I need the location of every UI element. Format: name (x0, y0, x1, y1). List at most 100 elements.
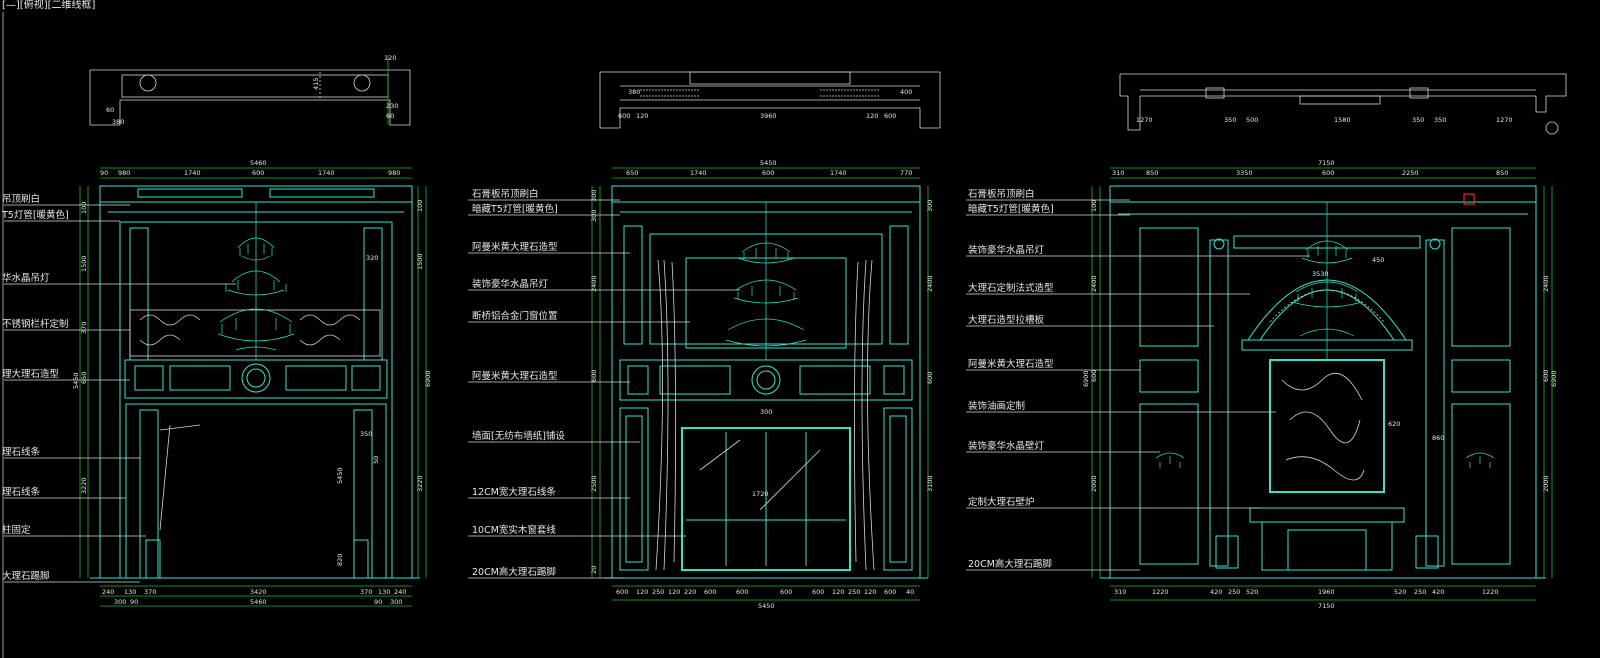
svg-text:2500: 2500 (590, 475, 598, 492)
svg-text:100: 100 (1090, 200, 1098, 212)
plan-view-a (89, 55, 411, 126)
side-dims-c: 100 2400 600 2000 6900 2400 600 2000 690… (1082, 186, 1558, 578)
label-a-7: 理石线条 (2, 486, 41, 498)
viewport-label[interactable]: [—][俯视][二维线框] (2, 0, 96, 11)
svg-text:2250: 2250 (1402, 169, 1419, 177)
svg-text:420: 420 (1210, 588, 1222, 596)
elevation-c[interactable]: 1270 350 500 1580 350 350 1270 7150 310 … (966, 73, 1567, 610)
label-b-5: 断桥铝合金门窗位置 (472, 310, 558, 322)
svg-text:600: 600 (812, 588, 824, 596)
label-b-6: 阿曼米黄大理石造型 (472, 370, 558, 382)
svg-text:3100: 3100 (926, 475, 934, 492)
bottom-dims-a: 240 130 370 3420 370 130 240 300 90 90 3… (100, 585, 412, 607)
svg-text:600: 600 (1322, 169, 1334, 177)
plan-dim-a-2: 380 (112, 118, 124, 126)
svg-text:350: 350 (1412, 116, 1424, 124)
svg-text:370: 370 (360, 588, 372, 596)
svg-text:520: 520 (1394, 588, 1406, 596)
label-c-5: 大理石造型拉槽板 (968, 314, 1045, 326)
svg-text:300: 300 (390, 598, 402, 606)
annotations-a: 吊顶刷白 T5灯管[暖黄色] 华水晶吊灯 不锈钢栏杆定制 理大理石造型 理石线条… (1, 193, 236, 583)
svg-text:5450: 5450 (758, 602, 775, 610)
plan-dims-c: 1270 350 500 1580 350 350 1270 (1136, 116, 1513, 124)
label-c-1: 石膏板吊顶刷白 (968, 188, 1035, 200)
svg-text:7150: 7150 (1318, 159, 1335, 167)
svg-text:5450: 5450 (760, 159, 777, 167)
svg-text:600: 600 (1090, 370, 1098, 382)
svg-text:650: 650 (80, 372, 88, 384)
svg-text:120: 120 (864, 588, 876, 596)
svg-text:300: 300 (590, 190, 598, 202)
label-a-8: 柱固定 (2, 524, 31, 536)
side-dims-a: 100 1500 370 650 3220 5450 100 1500 3220… (72, 186, 432, 578)
svg-text:240: 240 (394, 588, 406, 596)
plan-dim-a-1: 60 (106, 106, 114, 114)
svg-text:600: 600 (884, 112, 896, 120)
svg-text:820: 820 (336, 554, 344, 566)
label-c-8: 装饰豪华水晶壁灯 (968, 440, 1045, 452)
svg-text:600: 600 (616, 588, 628, 596)
svg-text:300: 300 (760, 408, 772, 416)
svg-text:450: 450 (1372, 256, 1384, 264)
svg-text:2400: 2400 (1542, 275, 1550, 292)
svg-text:310: 310 (1112, 169, 1124, 177)
svg-text:1270: 1270 (1496, 116, 1513, 124)
svg-text:1500: 1500 (80, 255, 88, 272)
svg-text:100: 100 (416, 200, 424, 212)
label-a-4: 不锈钢栏杆定制 (2, 318, 69, 330)
label-a-1: 吊顶刷白 (2, 193, 40, 205)
svg-text:1960: 1960 (1318, 588, 1335, 596)
annotations-c: 石膏板吊顶刷白 暗藏T5灯管[暖黄色] 装饰豪华水晶吊灯 大理石定制法式造型 大… (966, 188, 1310, 571)
label-a-2: T5灯管[暖黄色] (1, 209, 69, 221)
svg-text:6900: 6900 (1550, 370, 1558, 387)
svg-text:40: 40 (906, 588, 914, 596)
svg-text:620: 620 (1388, 420, 1400, 428)
svg-text:300: 300 (114, 598, 126, 606)
svg-text:600: 600 (704, 588, 716, 596)
plan-dim-a-4: 230 (386, 102, 398, 110)
svg-text:90: 90 (374, 598, 382, 606)
elevation-a[interactable]: 60 380 415 120 230 60 5460 90 980 1740 6… (1, 54, 432, 607)
plan-view-c (1119, 73, 1567, 135)
svg-text:320: 320 (366, 254, 378, 262)
plan-dims-b: 380 3960 120 600 120 600 400 (618, 88, 912, 120)
svg-text:130: 130 (378, 588, 390, 596)
svg-text:50: 50 (372, 456, 380, 464)
svg-text:1720: 1720 (752, 490, 769, 498)
annotations-b: 石膏板吊顶刷白 暗藏T5灯管[暖黄色] 阿曼米黄大理石造型 装饰豪华水晶吊灯 断… (468, 188, 740, 579)
svg-text:5450: 5450 (72, 372, 80, 389)
svg-text:310: 310 (1114, 588, 1126, 596)
svg-text:1740: 1740 (318, 169, 335, 177)
svg-text:600: 600 (736, 588, 748, 596)
svg-text:980: 980 (118, 169, 130, 177)
svg-text:300: 300 (926, 200, 934, 212)
chandelier-c (1291, 202, 1363, 360)
elevation-b-outline (604, 185, 928, 579)
svg-text:980: 980 (388, 169, 400, 177)
label-b-3: 阿曼米黄大理石造型 (472, 241, 558, 253)
label-a-9: 大理石踢脚 (2, 570, 50, 582)
svg-text:3530: 3530 (1312, 270, 1329, 278)
top-total-a: 5460 (250, 159, 267, 167)
label-b-10: 20CM高大理石踢脚 (472, 566, 556, 578)
svg-text:350: 350 (360, 430, 372, 438)
svg-text:600: 600 (884, 588, 896, 596)
top-dims-c: 7150 310 850 3350 600 2250 850 (1110, 159, 1536, 179)
svg-text:400: 400 (900, 88, 912, 96)
label-c-10: 20CM高大理石踢脚 (968, 558, 1052, 570)
label-c-2: 暗藏T5灯管[暖黄色] (968, 203, 1054, 215)
svg-text:5460: 5460 (250, 598, 267, 606)
chandelier-a (217, 202, 295, 360)
svg-text:250: 250 (652, 588, 664, 596)
svg-text:90: 90 (130, 598, 138, 606)
label-c-9: 定制大理石壁炉 (968, 496, 1035, 508)
svg-text:2400: 2400 (590, 275, 598, 292)
svg-text:600: 600 (762, 169, 774, 177)
svg-text:2000: 2000 (1090, 475, 1098, 492)
svg-text:500: 500 (1246, 116, 1258, 124)
label-c-4: 大理石定制法式造型 (968, 282, 1054, 294)
svg-text:240: 240 (102, 588, 114, 596)
elevation-b[interactable]: 380 3960 120 600 120 600 400 5450 650 17… (468, 71, 941, 610)
svg-text:6900: 6900 (424, 370, 432, 387)
